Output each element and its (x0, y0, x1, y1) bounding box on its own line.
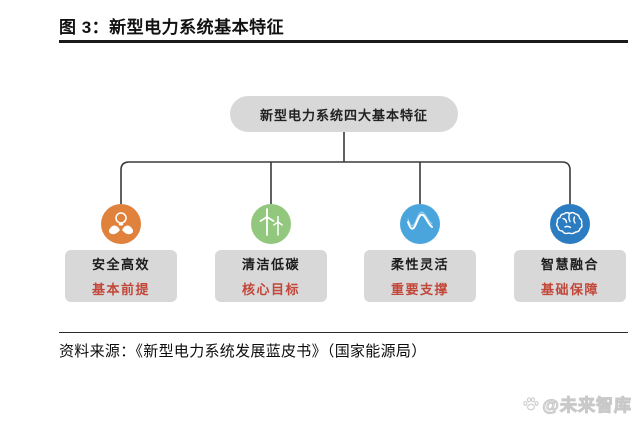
sine-wave-icon (400, 204, 440, 244)
watermark-text: @未来智库 (542, 396, 632, 416)
feature-box-smart-integration: 智慧融合 基础保障 (514, 250, 626, 302)
hands-holding-bulb-icon (101, 204, 141, 244)
watermark: @未来智库 (522, 391, 632, 416)
feature-sublabel: 重要支撑 (390, 282, 449, 297)
brain-icon (550, 204, 590, 244)
feature-box-clean-lowcarbon: 清洁低碳 核心目标 (215, 250, 327, 302)
feature-sublabel: 基础保障 (540, 282, 599, 297)
wind-turbine-icon (251, 204, 291, 244)
feature-label: 安全高效 (91, 257, 150, 272)
feature-label: 智慧融合 (540, 257, 599, 272)
figure-title: 图 3：新型电力系统基本特征 (59, 18, 285, 37)
source-divider (59, 332, 628, 333)
feature-box-flexible: 柔性灵活 重要支撑 (364, 250, 476, 302)
root-node: 新型电力系统四大基本特征 (230, 96, 458, 132)
source-note: 资料来源：《新型电力系统发展蓝皮书》（国家能源局） (59, 343, 427, 360)
feature-label: 柔性灵活 (390, 257, 449, 272)
paw-icon (523, 396, 540, 410)
root-node-label: 新型电力系统四大基本特征 (259, 107, 428, 123)
title-underline (59, 40, 628, 43)
feature-sublabel: 基本前提 (91, 282, 150, 297)
feature-label: 清洁低碳 (241, 257, 300, 272)
feature-box-safe-efficient: 安全高效 基本前提 (65, 250, 177, 302)
feature-sublabel: 核心目标 (241, 282, 300, 297)
